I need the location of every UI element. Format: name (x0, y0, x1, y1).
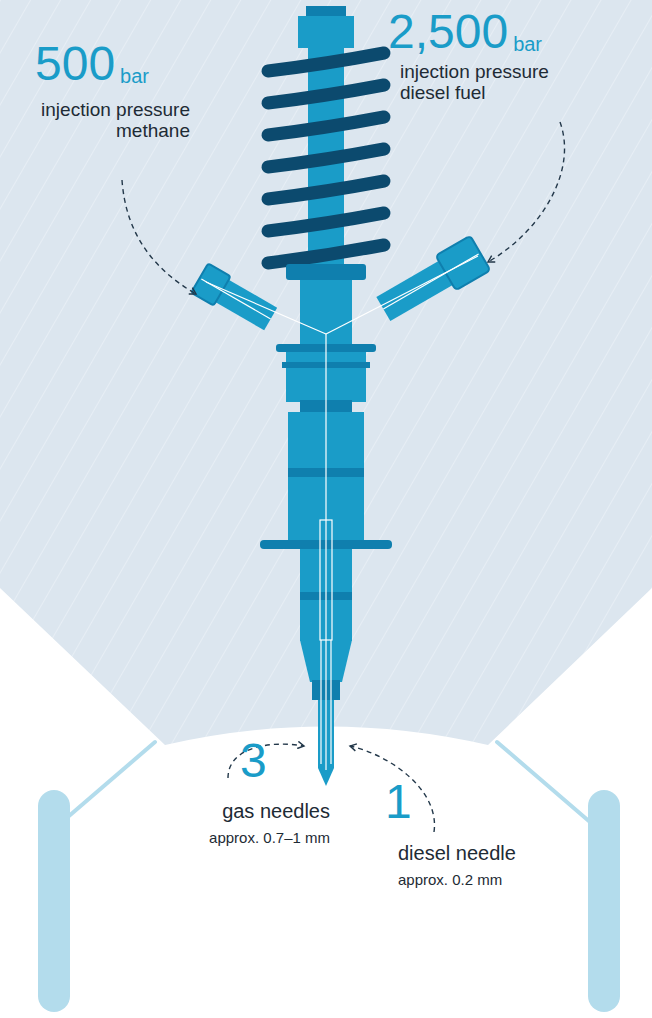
unit-label: bar (513, 33, 542, 55)
diesel-inlet (373, 236, 490, 327)
cylinder-wall (38, 790, 70, 1012)
callout-number: 1 (385, 776, 412, 829)
pressure-value: 500 (35, 38, 115, 91)
spring-coil (268, 181, 384, 199)
leader-line (350, 746, 434, 832)
inlet-label: injection pressure diesel fuel (400, 62, 590, 104)
injector (191, 6, 490, 786)
unit-label: bar (120, 65, 149, 87)
inlet-label: injection pressure methane (5, 100, 190, 142)
leader-line (488, 122, 565, 262)
leader-arrows (122, 122, 565, 832)
spring-coil (268, 245, 384, 263)
spring-coil (268, 85, 384, 103)
leader-line (122, 180, 196, 294)
chamber-edge (497, 742, 590, 822)
spring (268, 53, 384, 263)
combustion-chamber (0, 588, 652, 1018)
spring-coil (268, 149, 384, 167)
part-label: gas needles (222, 800, 330, 822)
methane-inlet (191, 263, 279, 333)
spring-coil (268, 117, 384, 135)
dimension-label: approx. 0.2 mm (398, 872, 502, 889)
part-label: diesel needle (398, 842, 516, 864)
dimension-label: approx. 0.7–1 mm (209, 830, 330, 847)
spring-coil (268, 53, 384, 71)
spring-coil (268, 213, 384, 231)
cylinder-wall (588, 790, 620, 1012)
callout-number: 3 (240, 735, 267, 788)
chamber-edge (62, 742, 155, 822)
pressure-value: 2,500 (388, 6, 508, 59)
